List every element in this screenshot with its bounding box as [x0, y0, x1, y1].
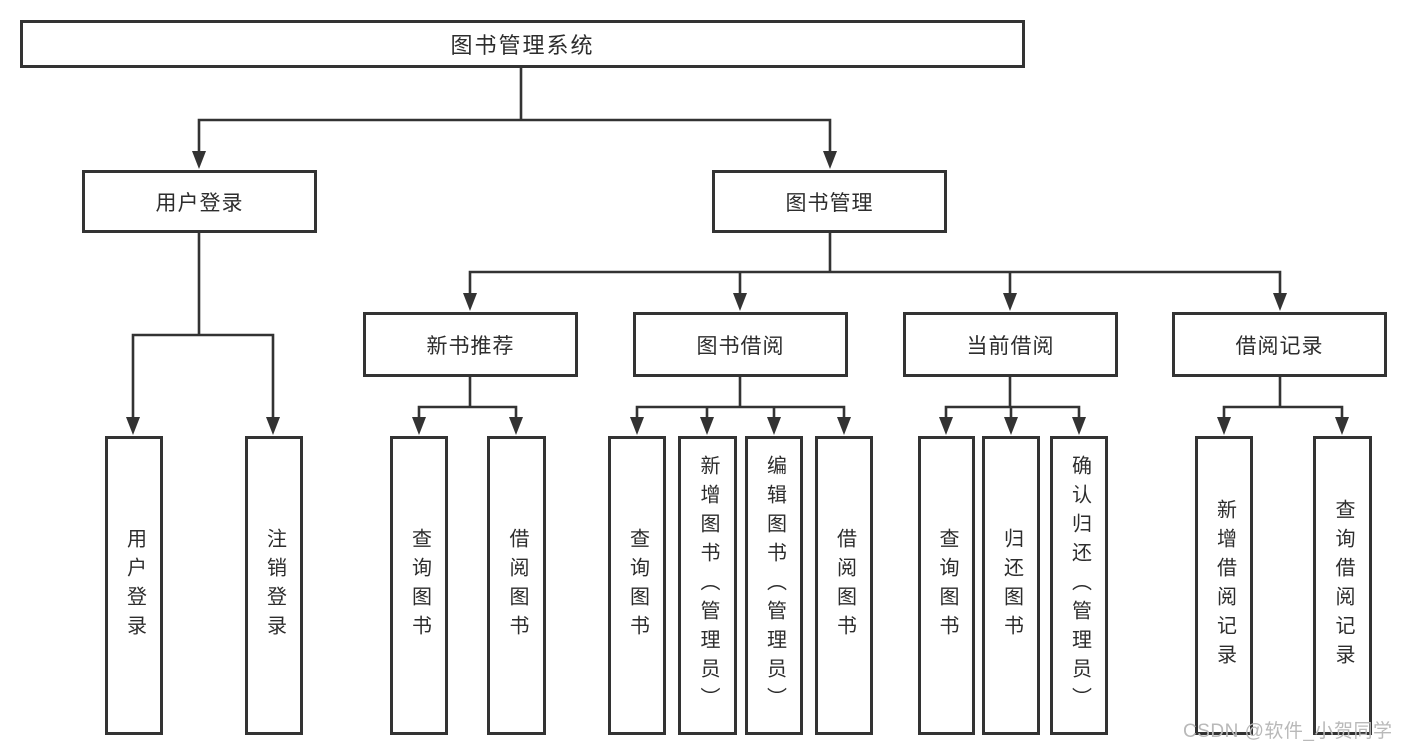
node-label: 新书推荐 [426, 334, 515, 358]
leaf-label: 借阅图书 [833, 527, 856, 644]
leaf-return-books: 归还图书 [982, 436, 1040, 735]
leaf-label: 编辑图书（管理员） [763, 455, 786, 716]
leaf-query-books-current: 查询图书 [918, 436, 975, 735]
node-borrowing-records: 借阅记录 [1172, 312, 1387, 377]
node-label: 图书管理 [785, 191, 874, 215]
leaf-label: 查询图书 [936, 527, 958, 644]
leaf-label: 用户登录 [123, 527, 146, 644]
leaf-add-book-admin: 新增图书（管理员） [678, 436, 737, 735]
node-label: 图书管理系统 [450, 33, 595, 58]
leaf-borrow-books-recommend: 借阅图书 [487, 436, 546, 735]
leaf-query-books-recommend: 查询图书 [390, 436, 448, 735]
leaf-query-books-borrowing: 查询图书 [608, 436, 666, 735]
leaf-label: 新增借阅记录 [1213, 498, 1236, 673]
node-label: 当前借阅 [966, 334, 1055, 358]
node-current-borrowing: 当前借阅 [903, 312, 1118, 377]
leaf-label: 新增图书（管理员） [697, 455, 719, 716]
leaf-label: 借阅图书 [506, 527, 528, 644]
leaf-query-borrow-record: 查询借阅记录 [1313, 436, 1372, 735]
node-label: 用户登录 [155, 191, 244, 215]
node-book-management: 图书管理 [712, 170, 947, 233]
node-book-borrowing: 图书借阅 [633, 312, 848, 377]
leaf-label: 查询图书 [626, 527, 649, 644]
leaf-logout-login: 注销登录 [245, 436, 303, 735]
leaf-confirm-return-admin: 确认归还（管理员） [1050, 436, 1108, 735]
node-label: 借阅记录 [1235, 334, 1324, 358]
leaf-label: 归还图书 [1000, 527, 1023, 644]
node-new-book-recommendation: 新书推荐 [363, 312, 578, 377]
leaf-add-borrow-record: 新增借阅记录 [1195, 436, 1253, 735]
csdn-watermark: CSDN @软件_小贺同学 [1183, 721, 1393, 742]
leaf-label: 确认归还（管理员） [1068, 455, 1091, 716]
leaf-user-login: 用户登录 [105, 436, 163, 735]
node-label: 图书借阅 [696, 334, 785, 358]
leaf-edit-book-admin: 编辑图书（管理员） [745, 436, 803, 735]
leaf-label: 查询借阅记录 [1332, 498, 1354, 673]
leaf-borrow-books: 借阅图书 [815, 436, 873, 735]
node-library-management-system: 图书管理系统 [20, 20, 1025, 68]
leaf-label: 注销登录 [263, 527, 286, 644]
leaf-label: 查询图书 [408, 527, 431, 644]
node-user-login: 用户登录 [82, 170, 317, 233]
